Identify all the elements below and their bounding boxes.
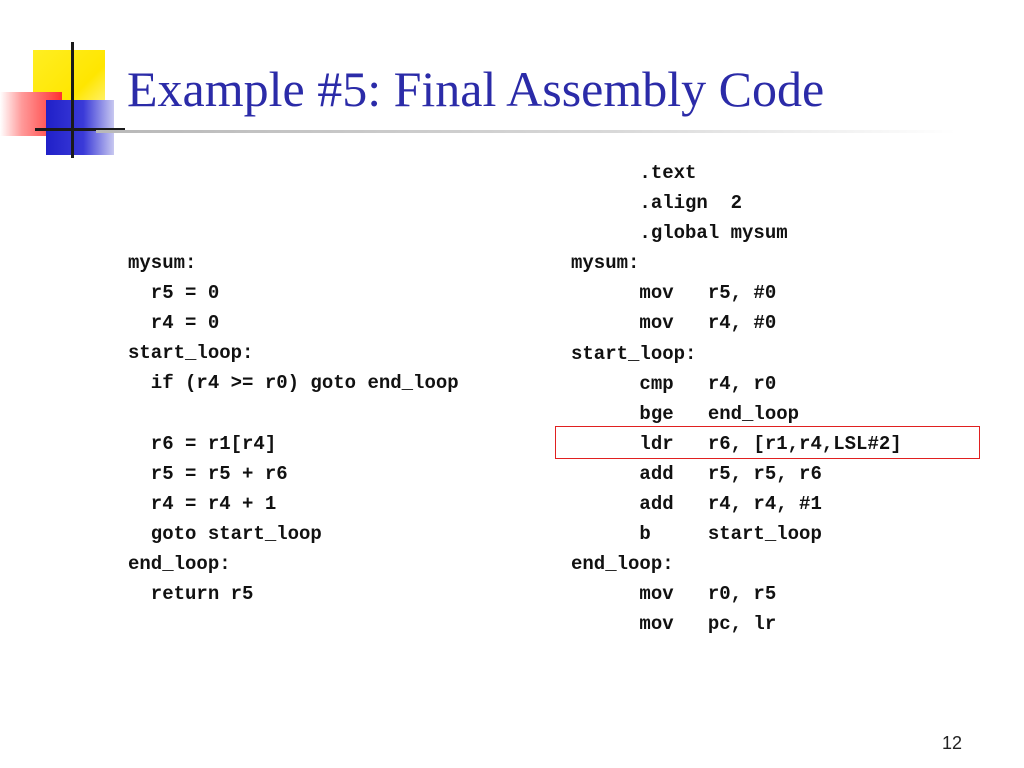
title-underline — [96, 130, 956, 133]
pseudocode-line: goto start_loop — [128, 522, 322, 545]
assembly-line: mov r0, r5 — [571, 583, 777, 606]
assembly-line-highlighted: ldr r6, [r1,r4,LSL#2] — [571, 432, 902, 455]
assembly-line: mov r4, #0 — [571, 312, 777, 335]
assembly-line: .text — [571, 162, 697, 184]
pseudocode-line: start_loop: — [128, 342, 254, 365]
page-number: 12 — [941, 733, 962, 753]
assembly-line: add r5, r5, r6 — [571, 462, 822, 485]
pseudocode-line: r4 = 0 — [128, 312, 220, 335]
assembly-line: cmp r4, r0 — [571, 372, 777, 395]
pseudocode-block: mysum: r5 = 0 r4 = 0 start_loop: if (r4 >… — [128, 248, 459, 609]
assembly-line: mov pc, lr — [571, 613, 777, 636]
logo-blue-square — [46, 100, 114, 155]
pseudocode-line: r5 = 0 — [128, 282, 220, 305]
assembly-line: add r4, r4, #1 — [571, 493, 822, 516]
pseudocode-line: mysum: — [128, 252, 197, 274]
pseudocode-line: r4 = r4 + 1 — [128, 492, 277, 515]
assembly-line: start_loop: — [571, 342, 697, 365]
assembly-line: bge end_loop — [571, 402, 800, 425]
ldr-highlight-box — [555, 426, 980, 459]
slide-logo-decoration — [0, 0, 140, 170]
assembly-line: .global mysum — [571, 222, 788, 245]
logo-vertical-line — [71, 42, 74, 158]
assembly-code-block: .text .align 2 .global mysum mysum: mov r… — [571, 158, 902, 640]
pseudocode-line: end_loop: — [128, 552, 231, 575]
slide-title: Example #5: Final Assembly Code — [127, 61, 825, 117]
pseudocode-line — [128, 398, 459, 428]
pseudocode-line: if (r4 >= r0) goto end_loop — [128, 372, 459, 395]
assembly-line: b start_loop — [571, 523, 822, 546]
pseudocode-line: return r5 — [128, 583, 254, 606]
assembly-line: mov r5, #0 — [571, 282, 777, 305]
pseudocode-line: r6 = r1[r4] — [128, 432, 277, 455]
pseudocode-line: r5 = r5 + r6 — [128, 462, 288, 485]
logo-horizontal-line — [35, 128, 125, 131]
assembly-line: end_loop: — [571, 553, 674, 576]
assembly-line: mysum: — [571, 252, 640, 275]
assembly-line: .align 2 — [571, 192, 743, 215]
